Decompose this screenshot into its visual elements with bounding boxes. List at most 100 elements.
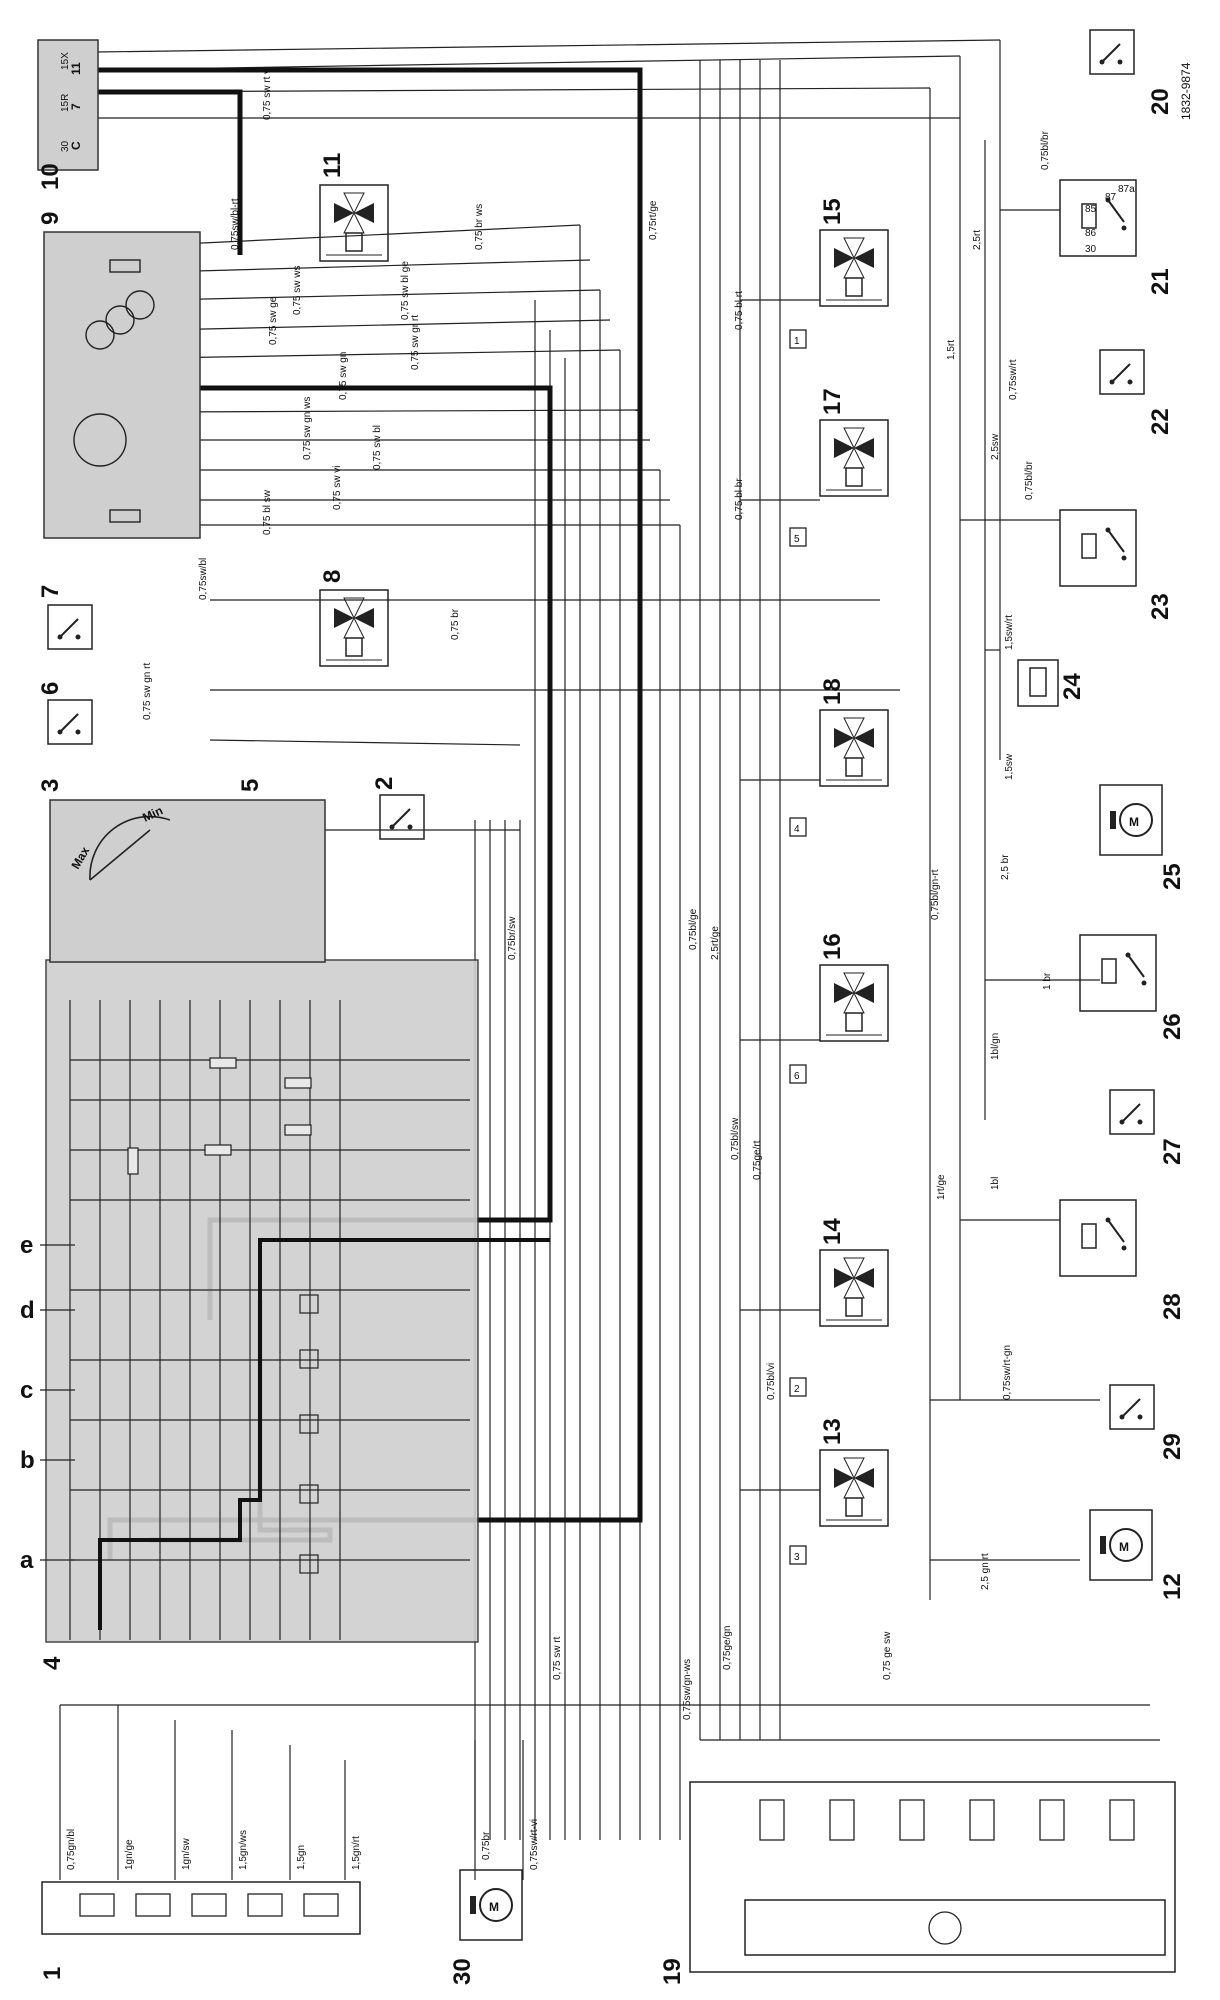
relay-28: [1059, 1199, 1137, 1277]
wire-label: 0,75bl/vi: [766, 1363, 777, 1400]
relay-module-9: [43, 231, 201, 539]
callout-19: 19: [659, 1958, 686, 1985]
relay-21-pin-85: 85: [1085, 204, 1097, 215]
solenoid-valve-13: [819, 1449, 889, 1527]
pressure-switch-2: [379, 794, 425, 840]
wire-label: 1bl/gn: [990, 1033, 1001, 1060]
wire-label: 0,75bl/br: [1024, 460, 1035, 500]
wire-label: 0,75bl/sw: [730, 1117, 741, 1160]
boxed-number-4: 4: [794, 824, 800, 835]
callout-20: 20: [1147, 88, 1174, 115]
relay-bank-19-coils: [759, 1799, 1135, 1945]
callout-2: 2: [371, 777, 398, 790]
boxed-number-3: 3: [794, 1552, 800, 1563]
motor-30: [459, 1869, 523, 1941]
switch-column-a: a: [20, 1547, 34, 1574]
fuse-box-1: [41, 1881, 361, 1935]
callout-12: 12: [1159, 1573, 1186, 1600]
terminal-30: 30: [60, 140, 71, 152]
wire-label: 1,5gn/rt: [351, 1836, 362, 1870]
wire-label: 0,75 sw gr rt: [410, 315, 421, 370]
wire-label: 0,75 sw rt vi: [262, 67, 273, 120]
wire-label: 0,75sw/bl: [198, 558, 209, 600]
callout-13: 13: [819, 1418, 846, 1445]
instrument-panel-3: [49, 799, 326, 963]
wire-label: 0,75 bl br: [734, 478, 745, 520]
wire-label: 0,75sw/bl-rt: [230, 198, 241, 250]
solenoid-valve-17: [819, 419, 889, 497]
relay-21-pin-30: 30: [1085, 244, 1097, 255]
callout-17: 17: [819, 388, 846, 415]
switch-column-c: c: [20, 1377, 33, 1404]
motor-25: [1099, 784, 1163, 856]
temp-sensor-7: [47, 604, 93, 650]
wire-label: 0,75 sw gn rt: [142, 663, 153, 720]
wire-label: 0,75br/sw: [507, 916, 518, 960]
pressure-switch-27: [1109, 1089, 1155, 1135]
boxed-number-6: 6: [794, 1071, 800, 1082]
relay-26: [1079, 934, 1157, 1012]
wiring-harness: [59, 39, 1160, 1880]
wire-label: 0,75 sw vi: [332, 466, 343, 510]
module-4-thick-trace: [98, 1238, 550, 1630]
wire-label: 0,75bl/ge: [688, 908, 699, 950]
solenoid-valve-14: [819, 1249, 889, 1327]
solenoid-valve-11: [319, 184, 389, 262]
switch-column-d: d: [20, 1297, 35, 1324]
pressure-switch-29: [1109, 1384, 1155, 1430]
solenoid-valve-15: [819, 229, 889, 307]
callout-29: 29: [1159, 1433, 1186, 1460]
wire-label: 0,75 ge sw: [882, 1631, 893, 1680]
callout-3: 3: [37, 779, 64, 792]
wire-label: 0,75ge/gn: [722, 1626, 733, 1671]
boxed-number-frames: [789, 329, 807, 1565]
wire-label: 0,75 br ws: [474, 204, 485, 250]
relay-21-pin-87: 87: [1105, 192, 1117, 203]
wire-label: 1rt/ge: [936, 1174, 947, 1200]
wire-label: 0,75sw/rt: [1008, 359, 1019, 400]
callout-16: 16: [819, 933, 846, 960]
wire-label: 1,5sw: [1004, 753, 1015, 780]
callout-23: 23: [1147, 593, 1174, 620]
ignition-terminal-block: [37, 39, 99, 171]
wire-label: 0,75sw/rt-vi: [529, 1819, 540, 1870]
relay-21-pin-86: 86: [1085, 228, 1097, 239]
fuel-gauge-dial: [89, 815, 171, 881]
module-4-internals: [69, 1000, 470, 1640]
wire-label: 0,75 sw rt: [552, 1636, 563, 1680]
callout-9: 9: [37, 212, 64, 225]
wire-label: 0,75sw/rt-gn: [1002, 1345, 1013, 1400]
wire-label: 1,5gn: [296, 1845, 307, 1870]
wire-label: 0,75gn/bl: [66, 1829, 77, 1870]
wire-label: 0,75 sw bl ge: [400, 261, 411, 320]
wire-label: 0,75ge/rt: [752, 1140, 763, 1180]
callout-6: 6: [37, 682, 64, 695]
callout-8: 8: [319, 570, 346, 583]
wire-label: 0,75 sw ws: [292, 266, 303, 315]
wire-label: 0,75 bl rt: [734, 291, 745, 330]
callout-24: 24: [1059, 673, 1086, 700]
callout-14: 14: [819, 1218, 846, 1245]
wire-label: 1 br: [1042, 972, 1053, 990]
callout-11: 11: [319, 153, 346, 178]
callout-10: 10: [37, 163, 64, 190]
wire-label: 0,75 sw ge: [268, 296, 279, 345]
boxed-number-2: 2: [794, 1384, 800, 1395]
callout-7: 7: [37, 585, 64, 598]
callout-25: 25: [1159, 863, 1186, 890]
wire-label: 0,75bl/gn-rt: [930, 869, 941, 920]
relay-bank-19: [689, 1781, 1176, 1973]
terminal-15x: 15X: [60, 52, 71, 70]
wire-label: 2,5rt/ge: [710, 926, 721, 960]
fuse-box-1-fuses: [79, 1893, 339, 1917]
boxed-number-5: 5: [794, 534, 800, 545]
callout-21: 21: [1147, 268, 1174, 295]
resistor-24: [1017, 659, 1059, 707]
solenoid-valve-16: [819, 964, 889, 1042]
wire-label: 2,5 br: [1000, 854, 1011, 880]
wire-label: 0,75 bl sw: [262, 489, 273, 535]
pressure-switch-20: [1089, 29, 1135, 75]
callout-27: 27: [1159, 1138, 1186, 1165]
callout-18: 18: [819, 678, 846, 705]
wire-label: 1gn/sw: [181, 1838, 192, 1870]
